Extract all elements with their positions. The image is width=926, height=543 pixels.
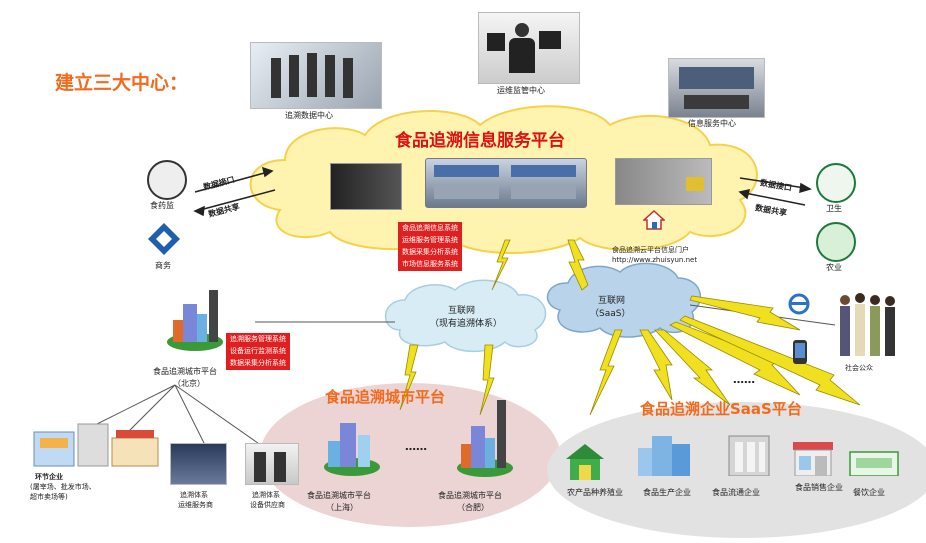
hefei-city-label: （合肥） (457, 503, 489, 512)
system-tag: 市场信息服务系统 (398, 258, 462, 271)
farm-enterprise-icon (565, 443, 605, 481)
server-rack-image (330, 163, 402, 210)
portal-home-icon[interactable] (642, 209, 666, 230)
data-center-label: 追溯数据中心 (285, 111, 333, 120)
system-tag: 食品追溯信息系统 (398, 222, 462, 235)
public-people-image (835, 292, 905, 357)
food-drug-admin-label: 食药监 (150, 201, 174, 210)
server-blade-image (425, 158, 587, 208)
system-tag: 数据采集分析系统 (398, 246, 462, 259)
commerce-logo (147, 222, 181, 256)
beijing-platform-label: 食品追溯城市平台 (153, 367, 217, 376)
portal-label: 食品追溯云平台信息门户 (612, 246, 689, 254)
ops-center-label: 运维监管中心 (497, 86, 545, 95)
ops-center-image (478, 12, 580, 84)
shanghai-platform-label: 食品追溯城市平台 (307, 491, 371, 500)
shanghai-city-icon (322, 415, 382, 477)
ops-team-image (170, 443, 227, 485)
beijing-system-tag: 追溯服务管理系统 (226, 333, 290, 346)
enterprise-label-catering: 餐饮企业 (853, 488, 885, 497)
enterprise-label-sales: 食品销售企业 (795, 483, 843, 492)
health-logo (816, 163, 856, 203)
enterprise-label-production: 食品生产企业 (643, 488, 691, 497)
food-sales-icon (793, 442, 833, 477)
saas-platform-title: 食品追溯企业SaaS平台 (640, 400, 802, 418)
env-enterprise-label: 环节企业 (35, 473, 63, 481)
storage-server-image (615, 158, 712, 205)
city-platform-ellipse (260, 383, 560, 527)
info-center-label: 信息服务中心 (688, 119, 736, 128)
internet-left-subtitle: （现有追溯体系） (430, 319, 503, 329)
catering-icon (848, 446, 900, 477)
device-supplier-label-2: 设备供应商 (250, 501, 285, 509)
internet-cloud-left (384, 279, 547, 353)
public-label: 社会公众 (845, 364, 873, 372)
food-drug-admin-logo (147, 160, 187, 200)
hefei-city-icon (455, 400, 515, 478)
health-label: 卫生 (826, 204, 842, 213)
ops-team-label-1: 追溯体系 (180, 491, 208, 499)
beijing-city-label: （北京） (173, 379, 205, 388)
internet-right-subtitle: （SaaS） (590, 309, 631, 319)
internet-right-title: 互联网 (598, 296, 626, 306)
right-arrows (738, 177, 812, 206)
saas-ellipsis: …… (733, 373, 755, 386)
info-center-image (668, 58, 765, 118)
ops-team-label-2: 运维服务商 (178, 501, 213, 509)
internet-left-title: 互联网 (448, 306, 476, 316)
browser-icon[interactable] (788, 293, 810, 315)
enterprise-label-circulation: 食品流通企业 (712, 488, 760, 497)
portal-url[interactable]: http://www.zhuisyun.net (612, 256, 698, 264)
food-production-icon (638, 432, 693, 476)
device-supplier-image (245, 443, 299, 485)
env-enterprise-detail-2: 超市卖场等) (30, 493, 68, 501)
beijing-city-icon (165, 290, 225, 352)
agriculture-logo (816, 222, 856, 262)
agriculture-label: 农业 (826, 263, 842, 272)
device-supplier-label-1: 追溯体系 (252, 491, 280, 499)
data-center-image (250, 42, 382, 109)
page-title: 建立三大中心： (55, 72, 189, 94)
left-arrows (193, 166, 276, 217)
food-circulation-icon (725, 432, 773, 477)
mobile-phone-icon[interactable] (793, 340, 807, 364)
enterprise-label-farm-1: 农产品种养殖业 (567, 488, 623, 497)
commerce-label: 商务 (155, 261, 171, 270)
city-platform-title: 食品追溯城市平台 (325, 388, 446, 406)
beijing-system-tag: 设备运行监测系统 (226, 345, 290, 358)
system-tag: 运维服务管理系统 (398, 234, 462, 247)
beijing-system-tag: 数据采集分析系统 (226, 357, 290, 370)
platform-title: 食品追溯信息服务平台 (395, 131, 565, 151)
hefei-platform-label: 食品追溯城市平台 (438, 491, 502, 500)
city-ellipsis: …… (405, 440, 427, 453)
environment-buildings-image (30, 418, 165, 470)
env-enterprise-detail-1: (屠宰场、批发市场、 (30, 483, 96, 491)
shanghai-city-label: （上海） (326, 503, 358, 512)
